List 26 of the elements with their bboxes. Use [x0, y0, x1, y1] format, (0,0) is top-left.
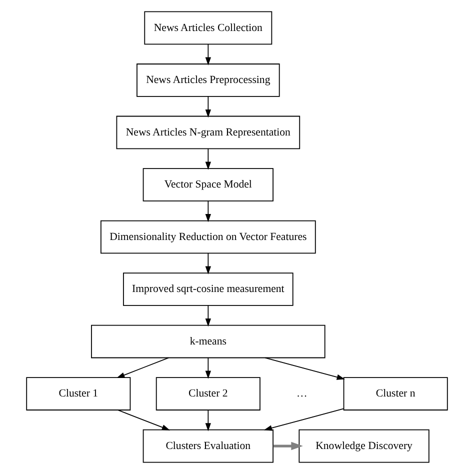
node-box: Dimensionality Reduction on Vector Features — [100, 220, 316, 254]
arrow — [264, 357, 345, 380]
node-box: Vector Space Model — [142, 168, 274, 202]
arrow — [264, 408, 344, 431]
node-box: Knowledge Discovery — [298, 429, 430, 463]
node-box: k-means — [91, 324, 326, 358]
arrow — [205, 410, 211, 432]
arrow — [205, 148, 211, 170]
arrow — [205, 200, 211, 222]
arrow — [273, 442, 303, 450]
node-box: News Articles Collection — [144, 11, 272, 45]
arrow — [205, 252, 211, 274]
node-box: Cluster 1 — [26, 377, 131, 410]
arrow — [205, 305, 211, 327]
arrow — [118, 410, 170, 430]
arrow — [205, 96, 211, 118]
node-box: News Articles N-gram Representation — [116, 116, 300, 150]
node-box: News Articles Preprocessing — [136, 64, 280, 97]
arrow — [205, 357, 211, 379]
arrow — [205, 44, 211, 66]
node-box: Clusters Evaluation — [142, 429, 274, 463]
node-box: Improved sqrt-cosine measurement — [123, 272, 294, 306]
node-box: Cluster n — [343, 377, 448, 410]
node-box: Cluster 2 — [156, 377, 260, 410]
label: … — [296, 388, 308, 400]
arrow — [116, 357, 169, 378]
